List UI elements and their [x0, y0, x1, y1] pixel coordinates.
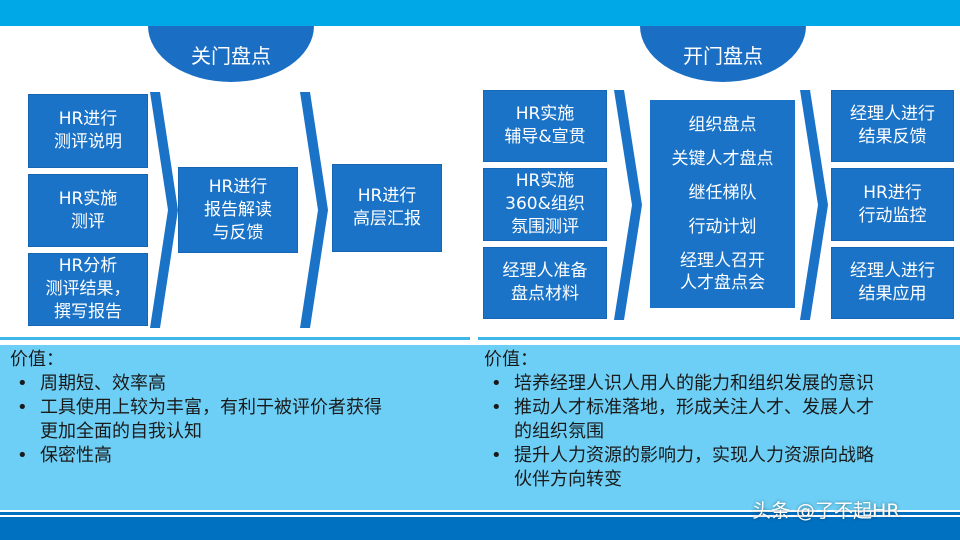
tab-closed-review: 关门盘点 — [148, 26, 314, 82]
value-heading: 价值： — [484, 349, 538, 370]
chevron-right-icon — [800, 90, 828, 320]
chevron-right-icon — [150, 92, 178, 328]
step-box: 经理人进行 结果应用 — [831, 247, 954, 319]
value-right: 价值： 培养经理人识人用人的能力和组织发展的意识 推动人才标准落地，形成关注人才… — [484, 348, 954, 492]
value-heading: 价值： — [10, 349, 64, 370]
step-box: HR进行 行动监控 — [831, 168, 954, 241]
value-item: 保密性高 — [10, 444, 470, 468]
tab-open-review-label: 开门盘点 — [683, 43, 763, 68]
tab-open-review: 开门盘点 — [640, 26, 806, 82]
step-box: HR分析 测评结果， 撰写报告 — [28, 253, 148, 326]
value-item: 提升人力资源的影响力，实现人力资源向战略 伙伴方向转变 — [484, 444, 954, 492]
step-box: HR实施 360&组织 氛围测评 — [483, 168, 607, 241]
value-item: 推动人才标准落地，形成关注人才、发展人才 的组织氛围 — [484, 396, 954, 444]
step-box: 经理人准备 盘点材料 — [483, 247, 607, 319]
top-bar — [0, 0, 960, 26]
bottom-bar — [0, 517, 960, 540]
chevron-right-icon — [614, 90, 642, 320]
divider — [478, 337, 960, 340]
step-box: 经理人进行 结果反馈 — [831, 90, 954, 162]
step-box: HR进行 测评说明 — [28, 94, 148, 168]
step-box: HR进行 报告解读 与反馈 — [178, 167, 298, 253]
step-box: HR进行 高层汇报 — [332, 164, 442, 252]
value-item: 培养经理人识人用人的能力和组织发展的意识 — [484, 372, 954, 396]
divider — [0, 337, 470, 340]
review-item: 组织盘点 — [688, 115, 757, 135]
value-item: 工具使用上较为丰富，有利于被评价者获得 更加全面的自我认知 — [10, 396, 470, 444]
review-item: 关键人才盘点 — [671, 149, 774, 169]
review-items-box: 组织盘点 关键人才盘点 继任梯队 行动计划 经理人召开 人才盘点会 — [650, 100, 795, 308]
review-item: 经理人召开 人才盘点会 — [680, 251, 765, 293]
review-item: 行动计划 — [688, 217, 757, 237]
step-box: HR实施 测评 — [28, 174, 148, 247]
bottom-line — [0, 512, 960, 515]
watermark: 头条 @了不起HR — [752, 500, 900, 522]
value-left: 价值： 周期短、效率高 工具使用上较为丰富，有利于被评价者获得 更加全面的自我认… — [10, 348, 470, 468]
value-item: 周期短、效率高 — [10, 372, 470, 396]
step-box: HR实施 辅导&宣贯 — [483, 90, 607, 162]
tab-closed-review-label: 关门盘点 — [191, 43, 271, 68]
chevron-right-icon — [300, 92, 328, 328]
review-item: 继任梯队 — [688, 183, 757, 203]
